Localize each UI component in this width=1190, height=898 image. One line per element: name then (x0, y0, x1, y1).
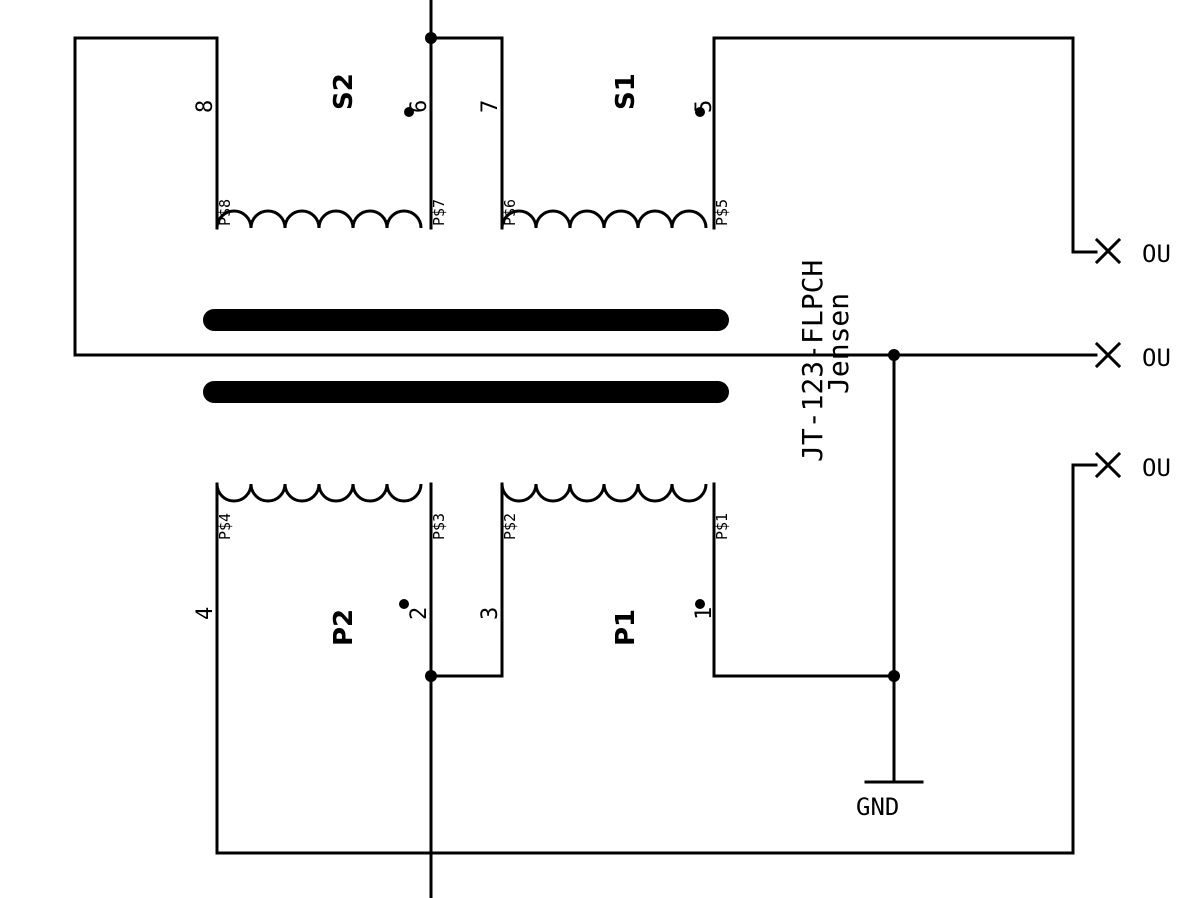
winding-label-s2: S2 (329, 73, 359, 110)
output-x-2 (1094, 341, 1122, 369)
pin-number-4: 4 (193, 607, 218, 620)
ground-net: GND (856, 353, 924, 821)
junction-bottom-left (425, 670, 437, 682)
pin-number-7: 7 (478, 100, 503, 113)
pin-number-3: 3 (478, 607, 503, 620)
part-name-label: JT-123-FLPCH (796, 260, 829, 462)
pad-label-p1: P$1 (713, 513, 731, 540)
output-label-3: OU (1142, 454, 1171, 482)
output-label-2: OU (1142, 344, 1171, 372)
part-maker-label: Jensen (822, 293, 855, 394)
pin-number-1: 1 (692, 607, 717, 620)
pin-number-8: 8 (193, 100, 218, 113)
winding-label-p2: P2 (329, 609, 359, 646)
coil-s1 (500, 209, 708, 229)
pin-number-2: 2 (407, 607, 432, 620)
polarity-dot-p2 (399, 599, 409, 609)
winding-label-p1: P1 (611, 609, 641, 646)
junction-top (425, 32, 437, 44)
pad-label-p3: P$3 (430, 513, 448, 540)
pad-label-p5: P$5 (713, 199, 731, 226)
coil-p2 (215, 483, 423, 503)
polarity-dot-p1 (695, 599, 705, 609)
winding-s2 (73, 0, 1098, 357)
pad-label-p2: P$2 (501, 513, 519, 540)
junction-gnd-lower (888, 670, 900, 682)
output-x-3 (1094, 451, 1122, 479)
pad-label-p4: P$4 (216, 513, 234, 540)
polarity-dot-s2 (404, 107, 414, 117)
winding-label-s1: S1 (611, 73, 641, 110)
coil-s2 (215, 209, 423, 229)
winding-p2 (215, 463, 1098, 898)
output-x-1 (1094, 237, 1122, 265)
pin-number-5: 5 (692, 100, 717, 113)
ground-label: GND (856, 793, 899, 821)
coil-p1 (500, 483, 708, 503)
polarity-dot-s1 (695, 107, 705, 117)
output-label-1: OU (1142, 240, 1171, 268)
pad-label-p6: P$6 (501, 199, 519, 226)
pin-number-6: 6 (407, 100, 432, 113)
junction-gnd-upper (888, 349, 900, 361)
winding-p1 (429, 482, 896, 678)
pad-label-p8: P$8 (216, 199, 234, 226)
pad-label-p7: P$7 (430, 199, 448, 226)
winding-s1 (429, 36, 1098, 254)
